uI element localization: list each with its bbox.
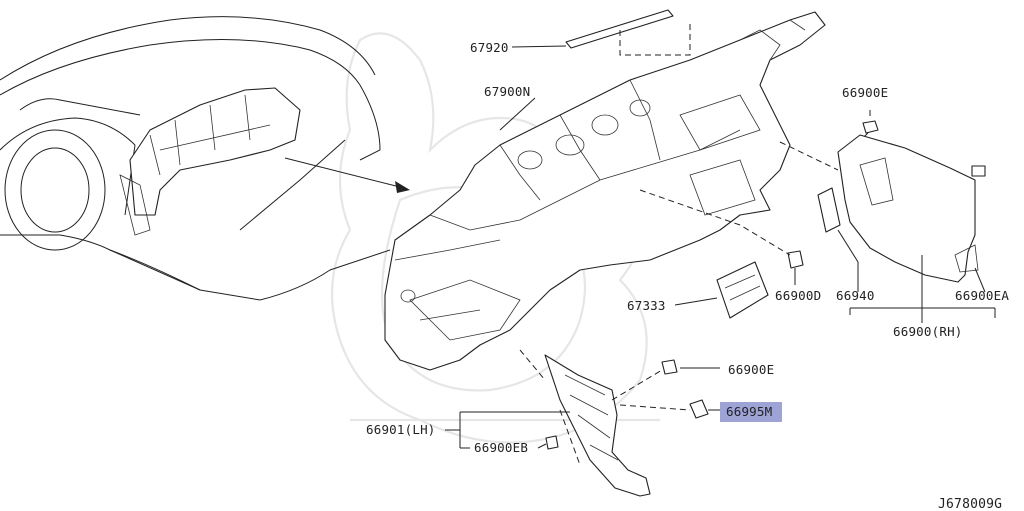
label-66900EA: 66900EA [955,288,1009,303]
bracket-67333 [716,261,769,319]
arrow-pointer [284,157,410,193]
label-66995M[interactable]: 66995M [726,404,772,419]
leader-lines [445,97,996,449]
clip-66900E-top [849,110,879,151]
label-66940: 66940 [836,288,875,303]
side-trim-66900-RH [779,134,986,283]
label-67333: 67333 [627,298,666,313]
label-66900E-top: 66900E [842,85,888,100]
drawing-code: J678009G [938,497,1002,511]
label-67920: 67920 [470,40,509,55]
highlight-66995M [720,402,782,422]
dash-insulator-67900N [384,11,826,371]
label-66900E-mid: 66900E [728,362,774,377]
clip-66995M [619,399,709,419]
part-labels: 67920 67900N 66900E 67333 66900D 66940 6… [366,40,1009,511]
clip-66900E-mid [611,359,678,401]
label-66900-RH: 66900(RH) [893,324,963,339]
side-trim-66901-LH [519,349,651,497]
car-body-outline [0,16,391,301]
label-66900EB: 66900EB [474,440,528,455]
clip-66900D [639,189,804,269]
label-66901-LH: 66901(LH) [366,422,436,437]
label-67900N: 67900N [484,84,530,99]
seal-strip-67920 [511,9,691,56]
label-66900D: 66900D [775,288,821,303]
